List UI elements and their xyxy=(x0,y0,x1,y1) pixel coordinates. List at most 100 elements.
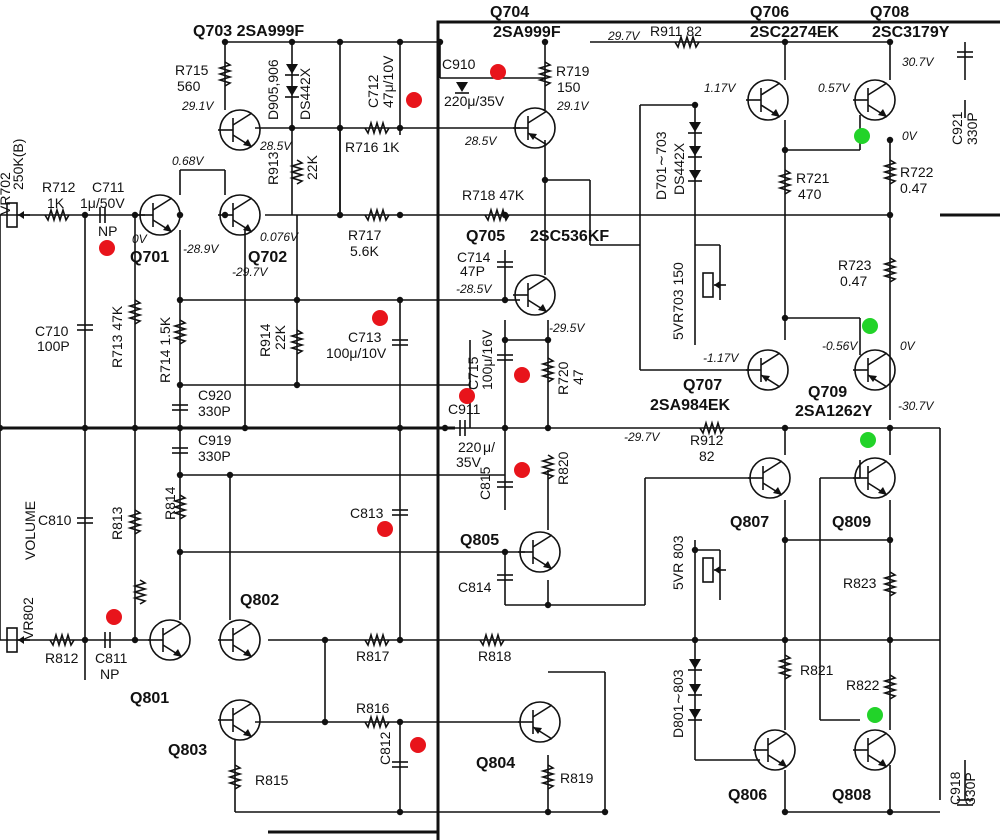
component-label-vertical: C712 xyxy=(365,74,381,108)
component-label-vertical: R713 47K xyxy=(109,305,125,368)
component-label: Q802 xyxy=(240,592,279,609)
transistor-q805 xyxy=(518,531,561,573)
component-label: 0.47 xyxy=(900,180,927,196)
component-label: 100μ/10V xyxy=(326,345,387,361)
component-label-vertical: R913 xyxy=(265,151,281,185)
passive-components xyxy=(6,34,973,806)
component-label: Q705 xyxy=(466,228,505,245)
test-point-markers xyxy=(99,64,883,753)
component-label: Q803 xyxy=(168,742,207,759)
component-label-vertical: 330P xyxy=(962,772,978,805)
component-label: 28.5V xyxy=(464,134,497,148)
component-label: Q701 xyxy=(130,249,169,266)
component-label-vertical: DS442X xyxy=(671,142,687,195)
component-label: 150 xyxy=(557,79,581,95)
component-label: -1.17V xyxy=(703,351,739,365)
component-label-vertical: R813 xyxy=(109,506,125,540)
component-label: Q708 xyxy=(870,4,909,21)
component-label-vertical: 330P xyxy=(964,112,980,145)
component-label: 28.5V xyxy=(259,139,292,153)
component-label-vertical: 250K(B) xyxy=(10,139,26,190)
component-label-vertical: R814 xyxy=(162,486,178,520)
transistor-q803 xyxy=(218,699,261,741)
component-label-vertical: 47μ/10V xyxy=(380,55,396,108)
component-label: 29.7V xyxy=(607,29,640,43)
component-label-vertical: R914 xyxy=(257,323,273,357)
component-label: Q703 2SA999F xyxy=(193,23,304,40)
component-label: R816 xyxy=(356,700,390,716)
component-label: Q706 xyxy=(750,4,789,21)
component-label: C813 xyxy=(350,505,384,521)
transistor-q706 xyxy=(746,79,789,121)
component-label: 0.076V xyxy=(260,230,299,244)
transistor-q701 xyxy=(138,194,181,236)
component-label-vertical: C815 xyxy=(477,466,493,500)
transistor-q705 xyxy=(513,274,556,316)
component-label: R819 xyxy=(560,770,594,786)
component-label: Q801 xyxy=(130,690,169,707)
component-label: 0.57V xyxy=(818,81,850,95)
transistor-q802 xyxy=(218,619,261,661)
red-marker-dot xyxy=(99,240,115,256)
component-label: C919 xyxy=(198,432,232,448)
component-label-vertical: C918 xyxy=(947,771,963,805)
component-label-vertical: VOLUME xyxy=(22,501,38,560)
green-marker-dot xyxy=(860,432,876,448)
component-label: -30.7V xyxy=(898,399,934,413)
component-label: 220 xyxy=(458,439,482,455)
component-label: Q805 xyxy=(460,532,499,549)
component-label: 2SC3179Y xyxy=(872,24,950,41)
green-marker-dot xyxy=(862,318,878,334)
red-marker-dot xyxy=(377,521,393,537)
transistor-q809 xyxy=(853,457,896,499)
component-label: 0V xyxy=(902,129,918,143)
component-label: 2SA984EK xyxy=(650,397,730,414)
component-label: 0V xyxy=(900,339,916,353)
component-label: 82 xyxy=(699,448,715,464)
component-label-vertical: D701∼703 xyxy=(653,131,669,200)
component-label: R717 xyxy=(348,227,382,243)
green-marker-dot xyxy=(867,707,883,723)
red-marker-dot xyxy=(106,609,122,625)
green-marker-dot xyxy=(854,128,870,144)
component-label: 29.1V xyxy=(556,99,589,113)
component-label: -29.5V xyxy=(549,321,585,335)
transistor-q807 xyxy=(748,457,791,499)
wiring xyxy=(0,20,1000,840)
component-label: 470 xyxy=(798,186,822,202)
component-label: C910 xyxy=(442,56,476,72)
component-label: Q808 xyxy=(832,787,871,804)
component-label: 100P xyxy=(37,338,70,354)
component-label: R817 xyxy=(356,648,390,664)
component-label-vertical: C812 xyxy=(377,731,393,765)
component-label: Q702 xyxy=(248,249,287,266)
component-label: R823 xyxy=(843,575,877,591)
component-label: C713 xyxy=(348,329,382,345)
component-label-vertical: 22K xyxy=(304,154,320,180)
component-label: R821 xyxy=(800,662,834,678)
component-label: R723 xyxy=(838,257,872,273)
component-label: C810 xyxy=(38,512,72,528)
transistor-q808 xyxy=(853,729,896,771)
component-label: C714 xyxy=(457,249,491,265)
red-marker-dot xyxy=(406,92,422,108)
component-label: 1μ/50V xyxy=(80,195,125,211)
component-label: R822 xyxy=(846,677,880,693)
component-label: R911 82 xyxy=(650,23,702,39)
red-marker-dot xyxy=(514,462,530,478)
component-label: R818 xyxy=(478,648,512,664)
transistor-q709 xyxy=(853,349,896,391)
component-label-vertical: R714 1.5K xyxy=(157,316,173,383)
transistor-q708 xyxy=(853,79,896,121)
component-label: 330P xyxy=(198,403,231,419)
component-label: 29.1V xyxy=(181,99,214,113)
red-marker-dot xyxy=(514,367,530,383)
component-label: Q704 xyxy=(490,4,529,21)
component-label-vertical: 100μ/16V xyxy=(479,329,495,390)
component-label: Q804 xyxy=(476,755,515,772)
component-label: 35V xyxy=(456,454,482,470)
component-label-vertical: DS442X xyxy=(297,67,313,120)
component-label: 560 xyxy=(177,78,201,94)
component-label: 2SA999F xyxy=(493,24,561,41)
